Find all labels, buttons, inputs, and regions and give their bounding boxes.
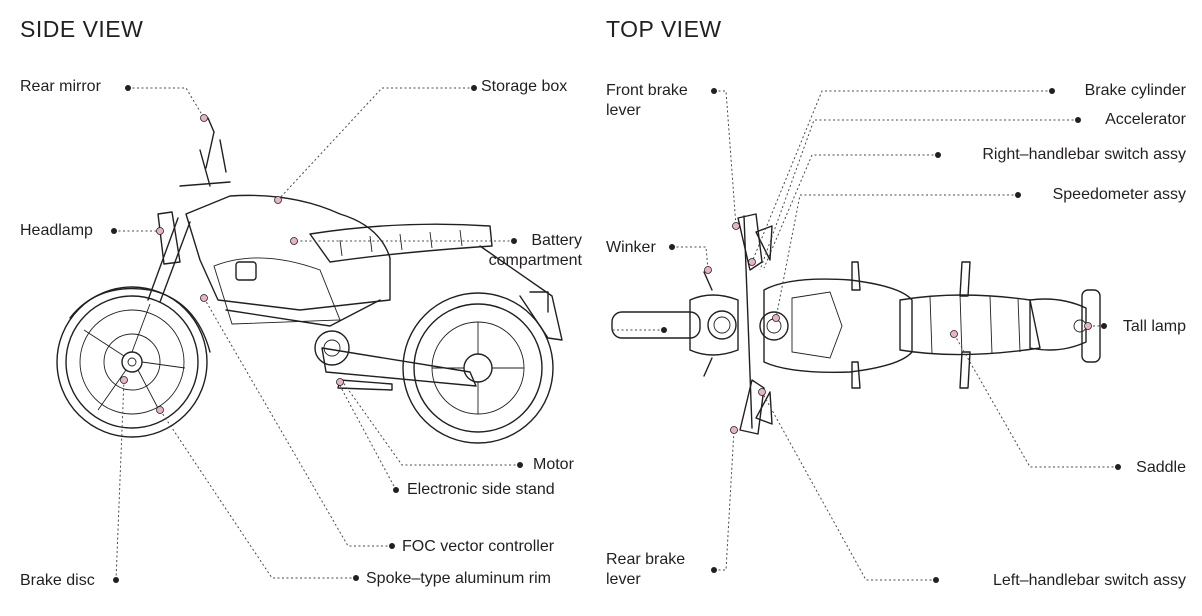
label-right-switch: Right–handlebar switch assy: [982, 146, 1186, 163]
label-front-brake-lever: Front brake lever: [606, 81, 688, 121]
label-spoke-rim: Spoke–type aluminum rim: [366, 570, 551, 587]
top-front-tyre: [611, 311, 701, 339]
label-battery-line2: compartment: [488, 252, 582, 269]
front-brake-disc: [103, 333, 161, 391]
label-front-brake-line1: Front brake: [606, 82, 688, 99]
label-winker: Winker: [606, 239, 656, 256]
label-speedometer: Speedometer assy: [1052, 186, 1186, 203]
top-saddle: [899, 294, 1041, 356]
side-view-heading: SIDE VIEW: [20, 16, 144, 42]
top-headlamp: [689, 294, 739, 356]
label-motor: Motor: [533, 456, 574, 473]
label-accelerator: Accelerator: [1105, 111, 1186, 128]
top-view-motorcycle: [611, 213, 1101, 435]
label-rear-brake-lever: Rear brake lever: [606, 550, 685, 590]
label-side-stand: Electronic side stand: [407, 481, 555, 498]
headlamp-body: [157, 211, 181, 265]
label-battery-line1: Battery: [531, 232, 582, 249]
saddle-side: [309, 223, 493, 263]
side-leader-lines: [114, 87, 520, 581]
label-front-brake-line2: lever: [606, 102, 641, 119]
label-brake-disc: Brake disc: [20, 572, 95, 589]
front-fork: [147, 217, 191, 303]
label-rear-brake-line2: lever: [606, 571, 641, 588]
motor-housing: [314, 330, 350, 366]
handlebar-and-mirror: [179, 117, 231, 187]
side-stand: [337, 379, 393, 391]
front-fender: [69, 287, 211, 353]
top-tank: [763, 278, 913, 373]
body-tank: [185, 194, 391, 311]
rear-wheel: [402, 292, 554, 444]
top-rear-tyre: [1081, 289, 1101, 363]
callout-dots: [111, 85, 1121, 583]
label-rear-mirror: Rear mirror: [20, 78, 101, 95]
label-tail-lamp: Tall lamp: [1122, 318, 1186, 335]
label-headlamp: Headlamp: [20, 222, 93, 239]
label-battery-compartment: Battery compartment: [489, 231, 582, 271]
top-rear-fender: [1029, 298, 1087, 351]
top-leader-lines: [612, 90, 1118, 581]
label-left-switch: Left–handlebar switch assy: [993, 572, 1186, 589]
label-foc-controller: FOC vector controller: [402, 538, 555, 555]
side-view-motorcycle: [56, 117, 563, 444]
top-view-heading: TOP VIEW: [606, 16, 722, 42]
label-rear-brake-line1: Rear brake: [606, 551, 686, 568]
top-winkers: [703, 271, 713, 377]
label-saddle: Saddle: [1136, 459, 1186, 476]
label-brake-cylinder: Brake cylinder: [1084, 82, 1186, 99]
label-storage-box: Storage box: [481, 78, 568, 95]
top-speedometer: [759, 311, 789, 341]
part-markers: [120, 114, 1092, 434]
front-wheel: [56, 286, 208, 438]
